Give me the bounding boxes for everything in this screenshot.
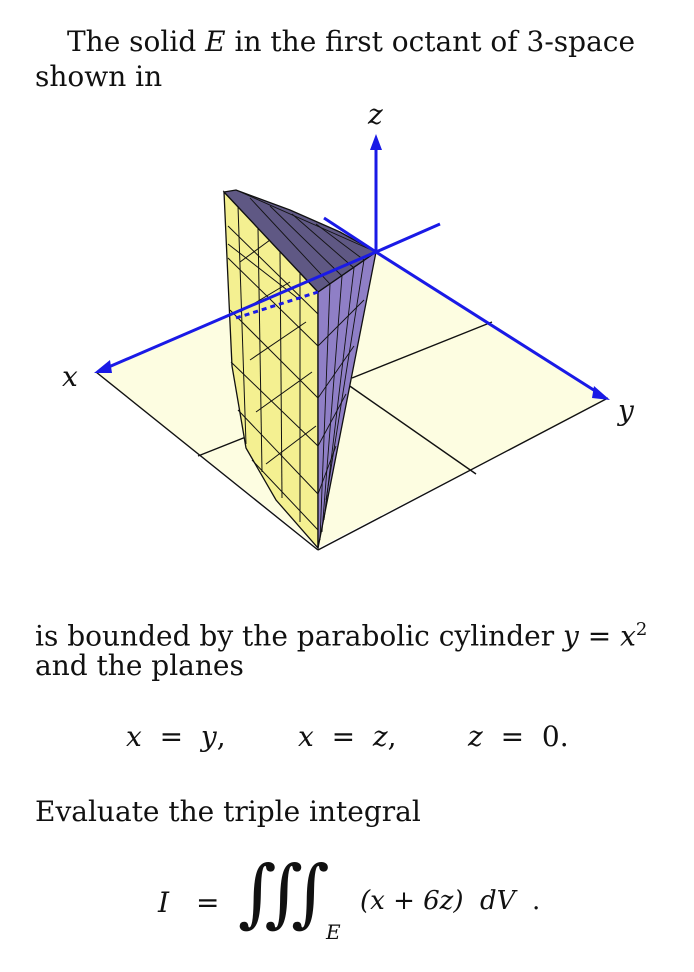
axis-label-y: y	[616, 394, 635, 427]
plane-1-lhs: x	[126, 720, 142, 753]
x-axis-arrowhead	[94, 360, 112, 373]
plane-3-punct: .	[559, 720, 569, 753]
integrand: (x + 6z)	[360, 886, 464, 916]
triple-integral: I = ∫∫∫ E (x + 6z) dV .	[150, 850, 570, 960]
plane-1-punct: ,	[216, 720, 226, 753]
planes-row: x = y, x = z, z = 0.	[0, 720, 694, 760]
plane-2-punct: ,	[387, 720, 397, 753]
plane-1-eq: =	[159, 720, 184, 753]
plane-3: z = 0.	[468, 720, 569, 753]
integral-lhs: I	[158, 886, 170, 919]
plane-2-eq: =	[331, 720, 356, 753]
solid-figure: x y z	[0, 96, 694, 576]
task-text: Evaluate the triple integral	[35, 795, 421, 828]
intro-text: The solid	[67, 25, 197, 58]
statement-line-2: and the planes	[35, 649, 244, 682]
x-axis-line	[103, 250, 377, 371]
plane-3-lhs: z	[468, 720, 483, 753]
integral-sign: ∫∫∫	[238, 850, 330, 936]
axis-label-z: z	[367, 98, 383, 131]
intro-line-2: shown in	[35, 60, 163, 93]
integral-period: .	[532, 886, 541, 916]
intro-line-1: The solid E in the first octant of 3-spa…	[67, 24, 635, 60]
z-axis-arrowhead	[370, 134, 382, 150]
axis-back-x	[375, 222, 441, 254]
plane-3-eq: =	[500, 720, 525, 753]
intro-text-rest: in the first octant of 3-space	[234, 25, 636, 58]
cylinder-eq: =	[587, 619, 612, 653]
integral-eq: =	[196, 886, 220, 919]
floor-right-region	[318, 252, 608, 548]
plane-2: x = z,	[298, 720, 397, 753]
plane-2-lhs: x	[298, 720, 314, 753]
floor-edge-right	[317, 397, 609, 551]
volume-element: dV	[480, 886, 516, 916]
floor-grid-2	[343, 381, 477, 475]
y-axis-arrowhead	[592, 386, 610, 400]
statement-text: is bounded by the parabolic cylinder	[35, 619, 555, 653]
axis-back-y	[323, 216, 377, 254]
cylinder-exponent: 2	[635, 619, 648, 640]
plane-2-rhs: z	[372, 720, 388, 753]
floor-edge-left	[95, 371, 319, 551]
floor-grid-3	[351, 321, 493, 379]
integral-region: E	[326, 920, 341, 944]
cylinder-rhs: x	[620, 619, 636, 653]
solid-name: E	[205, 25, 226, 58]
axis-label-x: x	[62, 360, 78, 393]
statement-line-1: is bounded by the parabolic cylinder y =…	[35, 612, 647, 654]
plane-1-rhs: y	[200, 720, 217, 753]
solid-diagram: x y z	[62, 98, 635, 551]
cylinder-lhs: y	[563, 619, 579, 653]
y-axis-line	[375, 250, 601, 396]
plane-3-rhs: 0	[541, 720, 560, 753]
plane-1: x = y,	[126, 720, 226, 753]
